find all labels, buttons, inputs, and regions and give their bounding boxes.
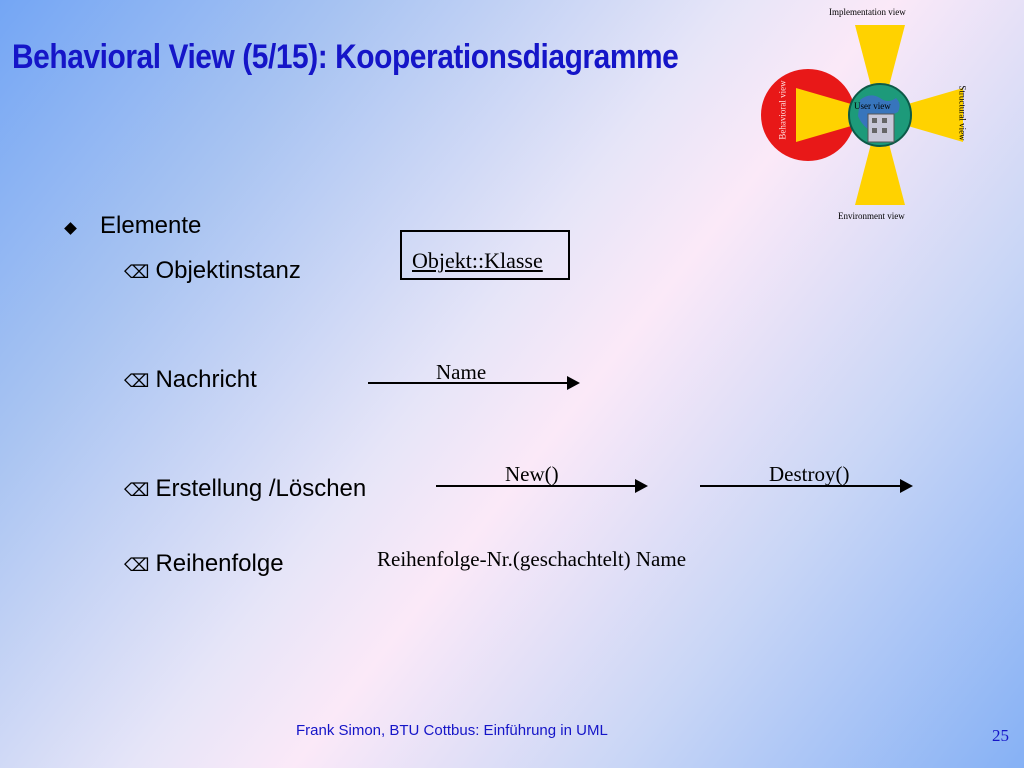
building-window [882,118,887,123]
subitem-reihenfolge: ⌫Reihenfolge [124,550,284,578]
building-icon [867,113,895,143]
subitem-label: Nachricht [155,366,257,393]
uml-views-graphic [761,25,963,205]
petal-left [796,88,858,142]
structural-view-label: Structural view [957,85,968,141]
erase-icon: ⌫ [124,262,150,282]
petal-top [855,25,905,90]
behavioral-view-label: Behavioral view [777,80,788,140]
environment-view-label: Environment view [838,211,905,221]
object-instance-label: Objekt::Klasse [412,248,543,273]
slide-footer: Frank Simon, BTU Cottbus: Einführung in … [296,722,608,739]
bullet-diamond-icon [64,222,77,235]
subitem-erstellung-loeschen: ⌫Erstellung /Löschen [124,475,366,503]
user-view-label: User view [854,101,891,111]
implementation-view-label: Implementation view [829,7,906,17]
message-arrow [368,376,580,390]
bullet-elemente: Elemente [100,212,202,239]
destroy-arrow [700,479,913,493]
page-number: 25 [992,726,1009,745]
building-window [872,128,877,133]
erase-icon: ⌫ [124,555,150,575]
erase-icon: ⌫ [124,371,150,391]
sequence-label: Reihenfolge-Nr.(geschachtelt) Name [377,547,687,571]
building-window [872,118,877,123]
create-arrow [436,479,648,493]
message-label: Name [436,360,487,384]
subitem-label: Erstellung /Löschen [155,475,367,502]
subitem-objektinstanz: ⌫Objektinstanz [124,257,301,285]
subitem-nachricht: ⌫Nachricht [124,366,257,394]
petal-right [901,88,963,142]
destroy-label: Destroy() [769,462,850,486]
petal-bottom [855,140,905,205]
building-window [882,128,887,133]
erase-icon: ⌫ [124,480,150,500]
subitem-label: Objektinstanz [155,257,301,284]
slide-title: Behavioral View (5/15): Kooperationsdiag… [12,38,679,76]
create-label: New() [505,462,559,486]
uml-views-logo: Implementation view Environment view Use… [756,0,1024,232]
object-instance-box: Objekt::Klasse [400,230,570,280]
subitem-label: Reihenfolge [155,550,284,577]
